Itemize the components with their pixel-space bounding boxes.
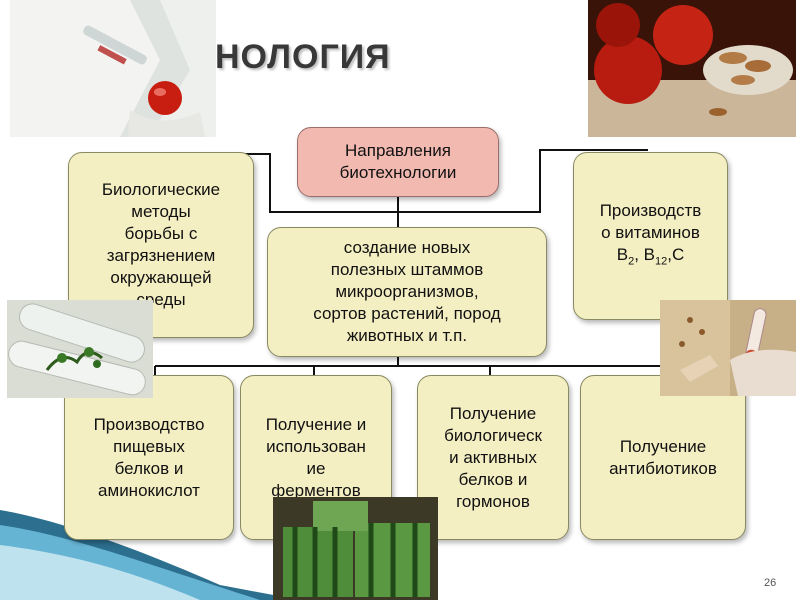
node-active-proteins-hormones-label: Получение биологическ и активных белков … bbox=[444, 403, 542, 511]
hands-test-tube-photo-overlay bbox=[660, 300, 796, 396]
node-biotech-directions-label: Направления биотехнологии bbox=[339, 141, 457, 182]
node-antibiotics-label: Получение антибиотиков bbox=[609, 436, 717, 478]
node-vitamin-production-label: Производств о витаминов B2, B12,C bbox=[599, 200, 702, 268]
node-new-strains-label: создание новых полезных штаммов микроорг… bbox=[313, 238, 501, 345]
lab-tomato-photo bbox=[10, 0, 216, 137]
slide-title: НОЛОГИЯ bbox=[215, 38, 391, 76]
tomatoes-almonds-photo bbox=[588, 0, 796, 137]
node-bio-pollution-methods-label: Биологические методы борьбы с загрязнени… bbox=[101, 180, 221, 309]
node-enzymes-label: Получение и использован ие ферментов bbox=[265, 414, 367, 500]
node-bio-pollution-methods: Биологические методы борьбы с загрязнени… bbox=[68, 152, 254, 338]
node-food-proteins: Производство пищевых белков и аминокисло… bbox=[64, 375, 234, 540]
node-antibiotics: Получение антибиотиков bbox=[580, 375, 746, 540]
node-vitamin-production: Производств о витаминов B2, B12,C bbox=[573, 152, 728, 320]
cube-watermelons-photo-overlay bbox=[273, 497, 438, 600]
plants-test-tubes-photo-overlay bbox=[7, 300, 153, 398]
slide-number: 26 bbox=[764, 577, 777, 589]
node-biotech-directions: Направления биотехнологии bbox=[297, 127, 499, 197]
node-food-proteins-label: Производство пищевых белков и аминокисло… bbox=[93, 414, 205, 500]
node-new-strains: создание новых полезных штаммов микроорг… bbox=[267, 227, 547, 357]
node-active-proteins-hormones: Получение биологическ и активных белков … bbox=[417, 375, 569, 540]
